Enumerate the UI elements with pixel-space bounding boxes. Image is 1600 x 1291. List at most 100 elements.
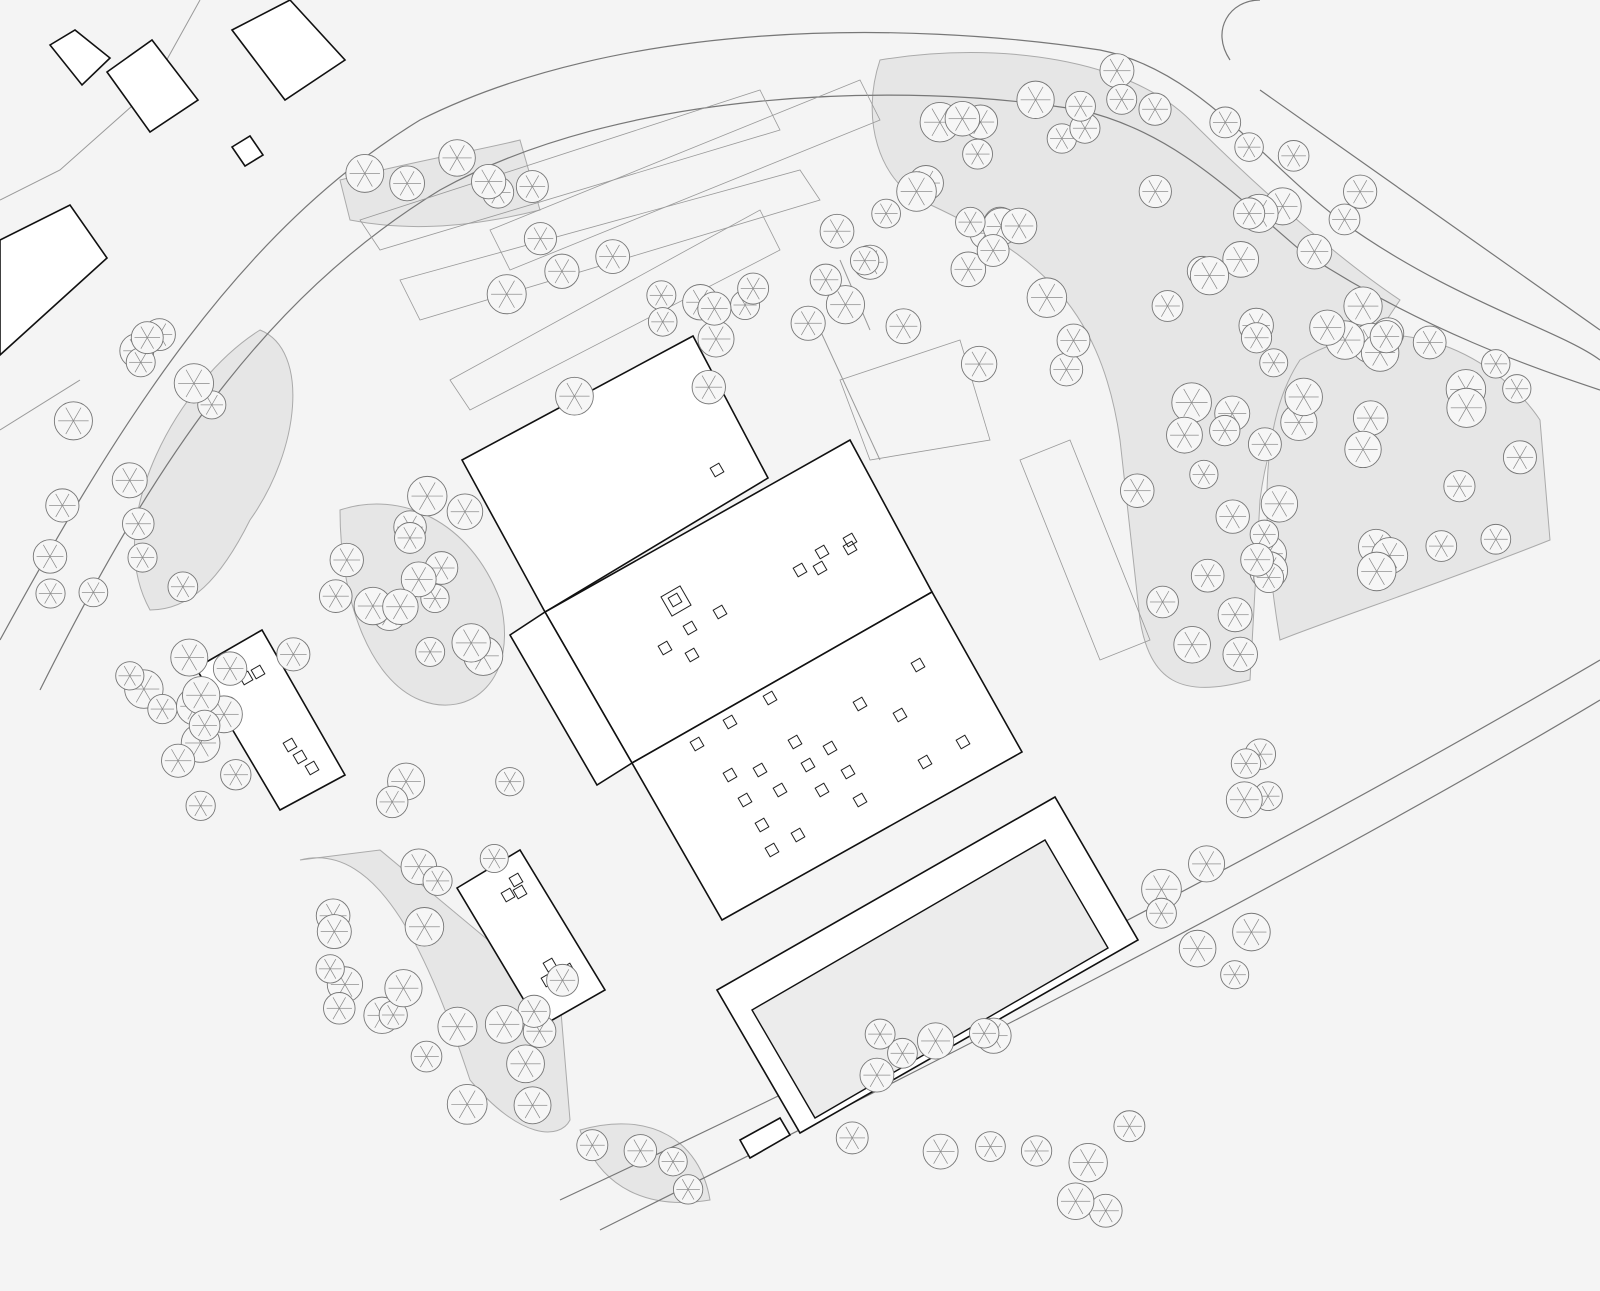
tree-icon: [1296, 233, 1333, 270]
tree-icon: [1151, 290, 1184, 322]
buildings: [0, 0, 1140, 1160]
tree-icon: [1232, 912, 1271, 952]
parking-row-1: [359, 89, 781, 251]
tree-icon: [922, 1133, 959, 1170]
skylight: [812, 560, 828, 576]
tree-icon: [1259, 348, 1289, 378]
tree-icon: [1056, 323, 1091, 358]
main-hall-annex: [508, 610, 634, 787]
tree-icon: [1309, 309, 1346, 346]
tree-icon: [944, 100, 981, 137]
tree-icon: [130, 321, 164, 355]
skylight: [684, 647, 700, 663]
skylight: [852, 696, 868, 712]
tree-icon: [1189, 459, 1219, 490]
skylight: [512, 884, 528, 900]
tree-icon: [523, 222, 557, 256]
tree-icon: [378, 1000, 408, 1030]
tree-icon: [1215, 499, 1250, 534]
tree-icon: [1233, 197, 1266, 230]
skylight: [842, 532, 858, 548]
tree-icon: [506, 1044, 545, 1084]
tree-icon: [122, 507, 155, 541]
tree-icon: [400, 561, 437, 598]
tree-icon: [1209, 414, 1241, 447]
tree-icon: [1343, 174, 1378, 209]
tree-icon: [78, 577, 109, 608]
tree-icon: [375, 785, 409, 819]
tree-icon: [1146, 585, 1179, 619]
tree-icon: [513, 1086, 552, 1125]
tree-icon: [1065, 90, 1096, 122]
tree-icon: [885, 308, 922, 345]
tree-icon: [1190, 558, 1225, 593]
skylight: [722, 714, 738, 730]
tree-icon: [555, 376, 594, 416]
tree-icon: [1284, 377, 1323, 417]
tree-icon: [1502, 440, 1537, 475]
tree-icon: [850, 246, 880, 276]
tree-icon: [1173, 625, 1211, 664]
tree-icon: [1046, 123, 1077, 154]
skylight: [892, 707, 908, 723]
tree-icon: [1171, 382, 1212, 423]
skylight: [712, 604, 728, 620]
tree-icon: [1222, 241, 1260, 278]
tree-icon: [53, 401, 93, 441]
tree-icon: [825, 285, 866, 325]
tree-icon: [1026, 277, 1068, 318]
tree-icon: [188, 709, 221, 742]
building-north-2: [105, 38, 200, 134]
tree-icon: [809, 263, 842, 296]
building-north-1: [230, 0, 347, 102]
parking-row-3: [399, 169, 821, 321]
parking-east: [1019, 439, 1151, 661]
skylight: [790, 827, 806, 843]
tree-icon: [111, 462, 148, 499]
tree-icon: [546, 963, 579, 997]
tree-icon: [410, 1040, 443, 1073]
tree-icon: [1056, 1182, 1095, 1221]
tree-icon: [212, 651, 248, 686]
tree-icon: [345, 154, 385, 193]
tree-icon: [446, 493, 484, 530]
parking-service: [839, 339, 991, 461]
tree-icon: [1166, 416, 1203, 454]
skylight: [764, 842, 780, 858]
skylight: [689, 736, 705, 752]
tree-icon: [422, 865, 453, 896]
tree-icon: [647, 307, 678, 337]
road-north-edge: [0, 31, 1600, 641]
tree-icon: [484, 1005, 524, 1044]
tree-icon: [486, 274, 527, 315]
tree-icon: [1230, 748, 1262, 779]
tree-icon: [1446, 387, 1487, 428]
tree-icon: [323, 992, 356, 1025]
tree-icon: [1188, 845, 1226, 883]
tree-icon: [389, 165, 425, 202]
tree-icon: [1049, 352, 1084, 387]
building-north-3: [48, 29, 112, 87]
skylight: [842, 540, 858, 556]
tree-icon: [1240, 322, 1273, 354]
skylight: [955, 734, 971, 750]
tree-icon: [595, 239, 631, 274]
tree-icon: [404, 907, 445, 947]
tree-icon: [976, 234, 1010, 267]
skylight: [250, 664, 266, 680]
tree-icon: [170, 638, 209, 677]
tree-icon: [962, 138, 993, 170]
main-hall-c: [630, 590, 1024, 922]
tree-icon: [515, 170, 549, 204]
tree-icon: [871, 198, 901, 229]
tree-icon: [407, 475, 448, 517]
skylight: [852, 792, 868, 808]
building-north-4: [230, 134, 265, 168]
tree-icon: [318, 579, 353, 613]
road-south-east: [599, 699, 1600, 1231]
skylight: [667, 592, 683, 608]
tree-icon: [544, 253, 580, 289]
tree-icon: [1343, 286, 1383, 326]
tree-icon: [790, 305, 826, 341]
tree-icon: [329, 542, 364, 578]
